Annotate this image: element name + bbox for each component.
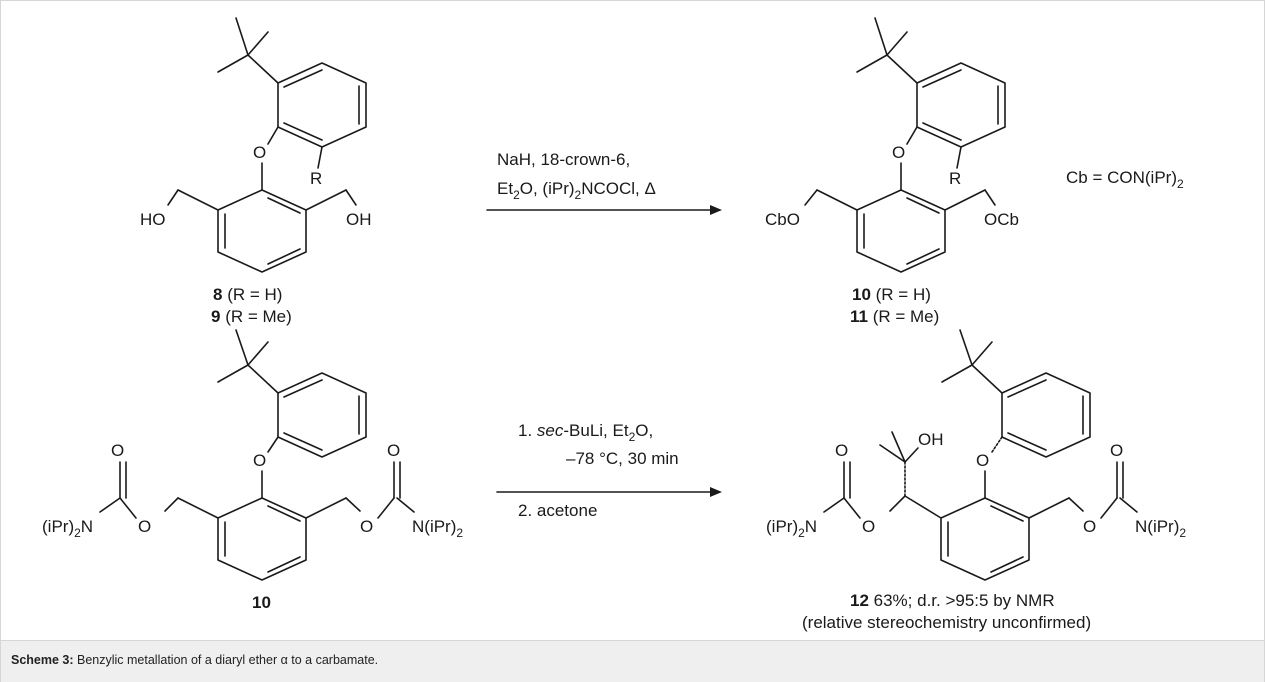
- top-aryl-ring: [277, 62, 367, 148]
- reagents-1-line1: NaH, 18-crown-6,: [497, 150, 630, 169]
- ether-oxygen-label: O: [976, 451, 989, 470]
- caption-label: Scheme 3:: [11, 653, 74, 667]
- compound-11-label: 11 (R = Me): [850, 307, 939, 326]
- hydroxyl-right-label: OH: [346, 210, 372, 229]
- ether-oxygen-label: O: [253, 451, 266, 470]
- compound-12-note: (relative stereochemistry unconfirmed): [802, 613, 1091, 632]
- hashed-ether-bond: [991, 436, 1003, 453]
- ether-oxygen-label: O: [253, 143, 266, 162]
- compound-8-label: 8 (R = H): [213, 285, 282, 304]
- figure-caption: Scheme 3: Benzylic metallation of a diar…: [1, 640, 1264, 682]
- carbamate-left-label: CbO: [765, 210, 800, 229]
- tert-butyl-group: [247, 54, 279, 84]
- carbonyl-oxygen-right-label: O: [387, 441, 400, 460]
- top-aryl-ring: [1001, 372, 1091, 458]
- reagents-2-line1: 1. sec-BuLi, Et2O,: [518, 421, 653, 444]
- reaction-arrow-1-head: [710, 205, 722, 215]
- caption-text: Scheme 3: Benzylic metallation of a diar…: [11, 653, 378, 667]
- carbonyl-oxygen-left-label: O: [835, 441, 848, 460]
- structure-8-9: O R HO OH: [140, 17, 372, 273]
- reagents-1-line2: Et2O, (iPr)2NCOCl, Δ: [497, 179, 656, 202]
- structure-10: O O O (iPr)2N O O N(iPr)2: [42, 329, 463, 581]
- compound-12-label: 12 63%; d.r. >95:5 by NMR: [850, 591, 1055, 610]
- tert-butyl-group: [971, 364, 1003, 394]
- diisopropylamino-right-label: N(iPr)2: [412, 517, 463, 540]
- carbonyl-oxygen-left-label: O: [111, 441, 124, 460]
- tert-butyl-group: [247, 364, 279, 394]
- compound-10-bottom-label: 10: [252, 593, 271, 612]
- carbamate-right-label: OCb: [984, 210, 1019, 229]
- carbamate-oxygen-right-label: O: [360, 517, 373, 536]
- tert-butyl-group: [886, 54, 918, 84]
- structure-12: O OH O O (iPr)2N O O N(iPr)2: [766, 329, 1186, 581]
- hydroxyl-left-label: HO: [140, 210, 166, 229]
- ether-oxygen-label: O: [892, 143, 905, 162]
- r-substituent-label: R: [310, 169, 322, 188]
- compound-10-label: 10 (R = H): [852, 285, 931, 304]
- central-aryl-ring: [217, 189, 307, 273]
- diisopropylamino-right-label: N(iPr)2: [1135, 517, 1186, 540]
- central-aryl-ring: [940, 497, 1030, 581]
- reaction-arrow-2-head: [710, 487, 722, 497]
- top-aryl-ring: [916, 62, 1006, 148]
- top-aryl-ring: [277, 372, 367, 458]
- carbonyl-oxygen-right-label: O: [1110, 441, 1123, 460]
- carbamate-oxygen-left-label: O: [862, 517, 875, 536]
- central-aryl-ring: [856, 189, 946, 273]
- r-substituent-label: R: [949, 169, 961, 188]
- diisopropylamino-left-label: (iPr)2N: [766, 517, 817, 540]
- caption-body: Benzylic metallation of a diaryl ether α…: [73, 653, 379, 667]
- carbamate-oxygen-left-label: O: [138, 517, 151, 536]
- reagents-2-line2: –78 °C, 30 min: [566, 449, 679, 468]
- carbamate-oxygen-right-label: O: [1083, 517, 1096, 536]
- compound-9-label: 9 (R = Me): [211, 307, 292, 326]
- reagents-2-line3: 2. acetone: [518, 501, 597, 520]
- tertiary-hydroxyl-label: OH: [918, 430, 944, 449]
- cb-definition: Cb = CON(iPr)2: [1066, 168, 1184, 191]
- central-aryl-ring: [217, 497, 307, 581]
- structure-10-11: O R CbO OCb: [765, 17, 1019, 273]
- diisopropylamino-left-label: (iPr)2N: [42, 517, 93, 540]
- reaction-scheme: O R HO OH 8 (R = H) 9 (R = Me) NaH, 18-c…: [42, 17, 1186, 632]
